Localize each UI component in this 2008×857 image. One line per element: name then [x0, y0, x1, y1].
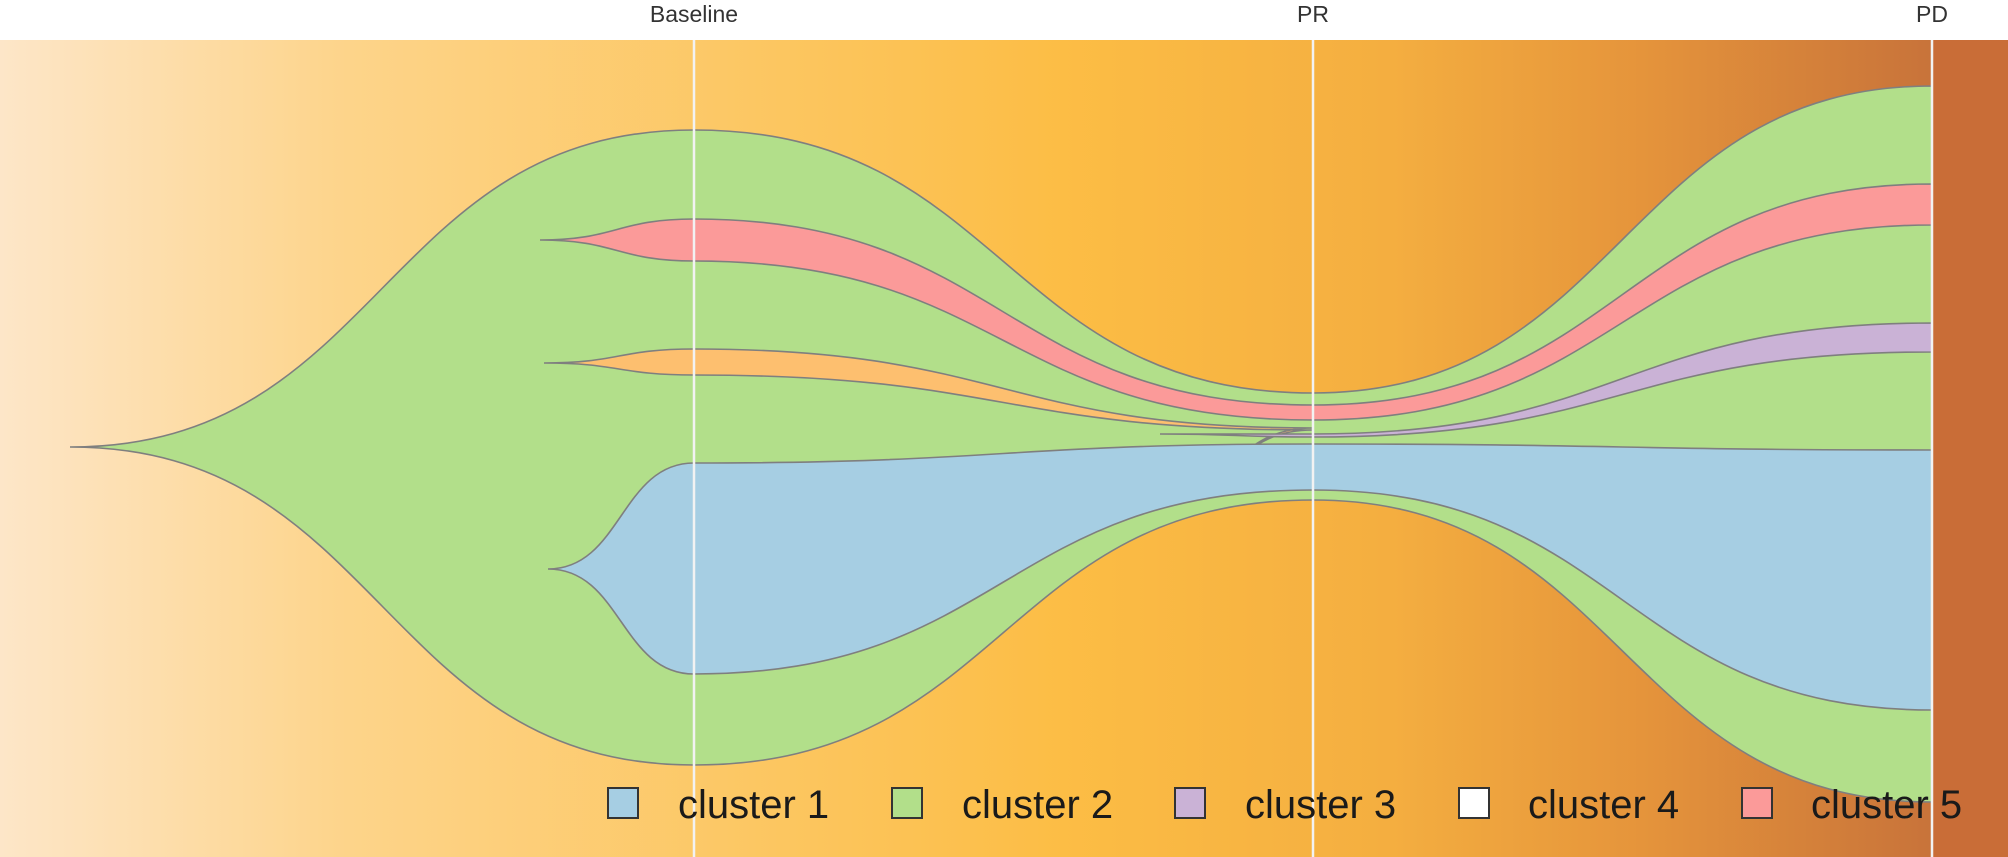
legend-item-cluster-4: cluster 4 [1458, 783, 1679, 827]
legend-label-cluster-5: cluster 5 [1811, 783, 1962, 827]
legend-swatch-cluster-5 [1741, 787, 1773, 819]
timepoint-label-baseline: Baseline [650, 1, 738, 27]
legend-label-cluster-4: cluster 4 [1528, 783, 1679, 827]
clones-layer [69, 85, 1933, 803]
legend-label-cluster-3: cluster 3 [1245, 783, 1396, 827]
legend-item-cluster-1: cluster 1 [607, 783, 829, 827]
timepoint-label-pd: PD [1916, 1, 1948, 27]
legend-item-cluster-5: cluster 5 [1741, 783, 1962, 827]
clone-cluster-1 [547, 443, 1933, 711]
timepoint-label-pr: PR [1297, 1, 1329, 27]
legend-label-cluster-2: cluster 2 [962, 783, 1113, 827]
legend-swatch-cluster-2 [891, 787, 923, 819]
legend-label-cluster-1: cluster 1 [678, 783, 829, 827]
legend-item-cluster-3: cluster 3 [1174, 783, 1396, 827]
legend: cluster 1 cluster 2 cluster 3 cluster 4 … [607, 783, 1962, 827]
legend-item-cluster-2: cluster 2 [891, 783, 1113, 827]
legend-swatch-cluster-4 [1458, 787, 1490, 819]
legend-swatch-cluster-3 [1174, 787, 1206, 819]
end-band [1932, 40, 2008, 857]
legend-swatch-cluster-1 [607, 787, 639, 819]
